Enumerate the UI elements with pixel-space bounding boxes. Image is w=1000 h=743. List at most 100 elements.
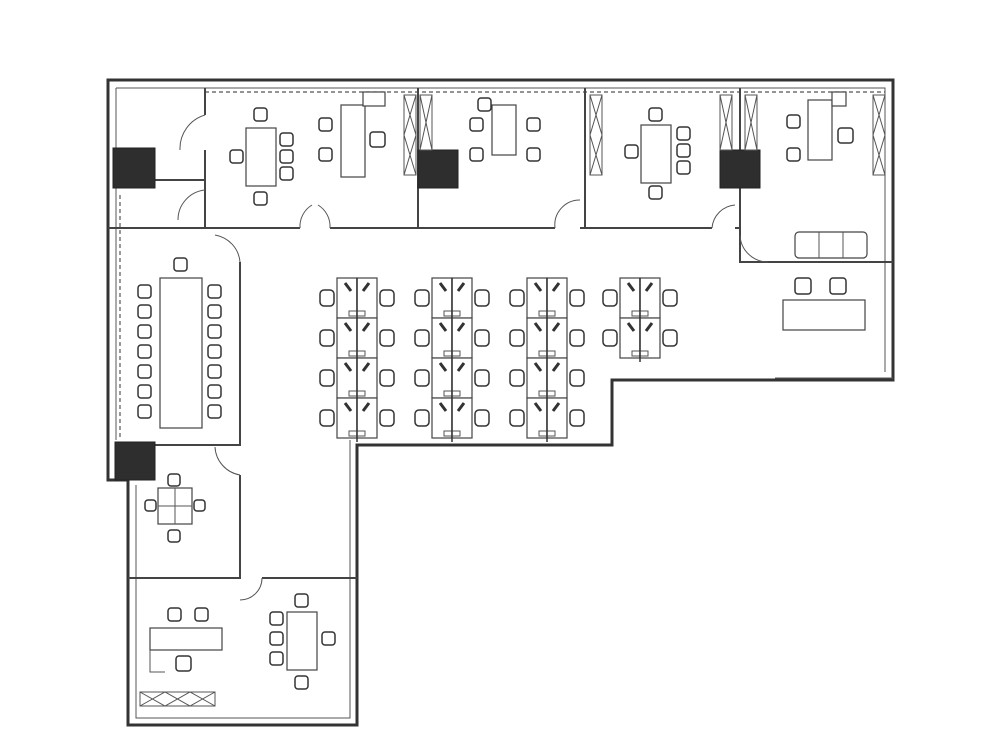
chair	[662, 289, 678, 307]
plant-icon	[533, 402, 561, 412]
chair	[676, 126, 691, 141]
structural-column	[719, 149, 761, 189]
doors	[177, 114, 769, 601]
chair	[509, 289, 525, 307]
chair	[294, 593, 309, 608]
chair	[319, 329, 335, 347]
conference-table	[159, 277, 203, 429]
chair	[253, 107, 268, 122]
plant-icon	[438, 362, 466, 372]
exterior-wall	[106, 78, 895, 727]
chair	[279, 149, 294, 164]
meeting-table	[245, 127, 277, 187]
chair	[137, 344, 152, 359]
chair	[167, 607, 182, 622]
door[interactable]	[179, 114, 206, 151]
door[interactable]	[214, 446, 241, 476]
sofa-cushion-line	[818, 232, 844, 258]
desk	[340, 104, 366, 178]
pod-divider	[158, 488, 192, 524]
chair	[829, 277, 847, 295]
chair	[369, 131, 386, 148]
chair	[477, 97, 492, 112]
plant-icon	[533, 282, 561, 292]
chair	[321, 631, 336, 646]
chair	[474, 329, 490, 347]
plant-icon	[343, 282, 371, 292]
plant-icon	[626, 282, 654, 292]
door[interactable]	[739, 234, 769, 263]
chair	[526, 117, 541, 132]
desk-return	[149, 650, 165, 673]
chair	[279, 166, 294, 181]
chair	[837, 127, 854, 144]
chair	[786, 114, 801, 129]
chair	[602, 289, 618, 307]
chair	[526, 147, 541, 162]
door[interactable]	[299, 204, 331, 229]
chair	[469, 147, 484, 162]
chair	[269, 651, 284, 666]
chair	[175, 655, 192, 672]
chair	[414, 289, 430, 307]
chair	[318, 117, 333, 132]
structural-column	[114, 441, 156, 481]
reception-desk	[782, 299, 866, 331]
chair	[137, 304, 152, 319]
chair	[167, 473, 181, 487]
chair	[569, 409, 585, 427]
chair	[167, 529, 181, 543]
chair	[279, 132, 294, 147]
chair	[229, 149, 244, 164]
desk	[491, 104, 517, 156]
chair	[318, 147, 333, 162]
chair	[253, 191, 268, 206]
chair	[602, 329, 618, 347]
chair	[414, 409, 430, 427]
chair	[648, 107, 663, 122]
chair	[173, 257, 188, 272]
furniture	[137, 91, 868, 690]
chair	[474, 289, 490, 307]
workstation-area	[319, 277, 678, 442]
door[interactable]	[554, 199, 581, 229]
chair	[144, 499, 157, 512]
door[interactable]	[177, 189, 206, 221]
chair	[207, 384, 222, 399]
return-desk	[831, 91, 847, 107]
chair	[676, 160, 691, 175]
chair	[294, 675, 309, 690]
chair	[137, 324, 152, 339]
chair	[676, 143, 691, 158]
desk	[149, 627, 223, 651]
chair	[194, 607, 209, 622]
chair	[474, 409, 490, 427]
meeting-table	[286, 611, 318, 671]
chair	[569, 369, 585, 387]
chair	[662, 329, 678, 347]
chair	[207, 324, 222, 339]
plant-icon	[343, 402, 371, 412]
chair	[379, 409, 395, 427]
structural-column	[417, 149, 459, 189]
chair	[509, 409, 525, 427]
chair	[137, 284, 152, 299]
door[interactable]	[214, 234, 241, 263]
plant-icon	[438, 282, 466, 292]
meeting-table	[640, 124, 672, 184]
door[interactable]	[711, 204, 736, 229]
chair	[193, 499, 206, 512]
exterior-wall-inner	[115, 87, 886, 719]
chair	[414, 329, 430, 347]
chair	[137, 404, 152, 419]
door[interactable]	[239, 577, 263, 601]
chair	[624, 144, 639, 159]
plant-icon	[626, 322, 654, 332]
storage-cabinets	[139, 94, 886, 707]
chair	[379, 289, 395, 307]
chair	[648, 185, 663, 200]
chair	[207, 284, 222, 299]
desk	[807, 99, 833, 161]
workstation-cluster	[414, 277, 490, 442]
